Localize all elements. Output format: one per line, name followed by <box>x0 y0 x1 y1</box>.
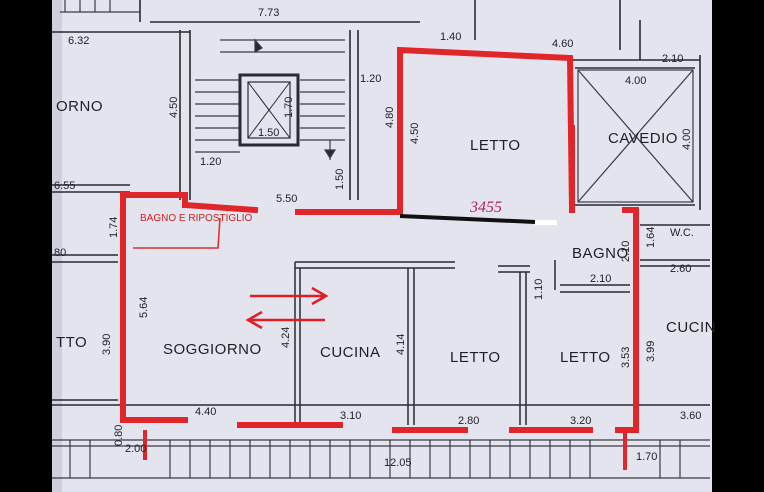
balcony-railing <box>52 439 710 479</box>
red-arrows <box>245 286 329 330</box>
paper-shadow-left <box>52 0 62 492</box>
red-walls <box>120 46 639 470</box>
paper-sheet <box>52 0 712 492</box>
dim-4-00: 4.00 <box>625 75 646 87</box>
dim-1-70: 1.70 <box>283 97 295 118</box>
dim-3-10: 3.10 <box>340 410 361 422</box>
room-label-cavedio: CAVEDIO <box>608 130 678 147</box>
dim-2-80: 2.80 <box>458 415 479 427</box>
dim-4-60: 4.60 <box>552 38 573 50</box>
room-label-soggiorno: SOGGIORNO <box>163 341 262 358</box>
room-label-cucina-right: CUCIN <box>666 319 716 336</box>
dim-1-40: 1.40 <box>440 31 461 43</box>
white-wall-gap <box>535 220 557 225</box>
dim-1-64: 1.64 <box>645 227 657 248</box>
dim-80-left: 80 <box>54 247 66 259</box>
dim-1-10: 1.10 <box>533 279 545 300</box>
dim-4-40: 4.40 <box>195 406 216 418</box>
dim-1-50-v: 1.50 <box>334 169 346 190</box>
dim-5-64: 5.64 <box>138 297 150 318</box>
dim-7-73: 7.73 <box>258 7 279 19</box>
partitions <box>52 260 710 425</box>
room-label-letto-right: LETTO <box>560 349 611 366</box>
dim-1-74: 1.74 <box>108 217 120 238</box>
note-bagno-ripostiglio: BAGNO E RIPOSTIGLIO <box>140 213 252 224</box>
structure-lines <box>52 0 710 401</box>
dim-3-20: 3.20 <box>570 415 591 427</box>
stairwell <box>195 38 345 160</box>
note-handwritten-number: 3455 <box>469 199 502 216</box>
dim-4-50-letto: 4.50 <box>409 123 421 144</box>
room-label-letto-mid: LETTO <box>450 349 501 366</box>
dim-3-99: 3.99 <box>645 341 657 362</box>
dim-2-10-bagno-v: 2.10 <box>620 241 632 262</box>
dim-1-70-bottom: 1.70 <box>636 451 657 463</box>
dim-6-32: 6.32 <box>68 35 89 47</box>
dim-3-90: 3.90 <box>101 334 113 355</box>
dim-2-10-bagno: 2.10 <box>590 273 611 285</box>
room-label-bagno: BAGNO <box>572 245 629 262</box>
dim-12-05: 12.05 <box>384 457 412 469</box>
dim-2-60: 2.60 <box>670 263 691 275</box>
dim-4-80: 4.80 <box>384 107 396 128</box>
top-hatch <box>60 0 140 13</box>
dim-1-20-a: 1.20 <box>360 73 381 85</box>
lift-shaft <box>238 73 300 147</box>
dim-1-20-b: 1.20 <box>200 156 221 168</box>
bagno-ripostiglio-outline <box>133 217 221 249</box>
dim-0-80: 0.80 <box>113 425 125 446</box>
dim-3-53: 3.53 <box>620 347 632 368</box>
dim-3-60: 3.60 <box>680 410 701 422</box>
dim-4-50-stair: 4.50 <box>168 97 180 118</box>
room-label-cucina: CUCINA <box>320 344 381 361</box>
cavedio-cross <box>577 69 694 203</box>
dim-4-24: 4.24 <box>280 327 292 348</box>
dim-1-50-lift: 1.50 <box>258 127 279 139</box>
dim-4-00-cav: 4.00 <box>681 129 693 150</box>
room-label-giorno-left: ORNO <box>56 98 103 115</box>
room-label-letto-top: LETTO <box>470 137 521 154</box>
dim-4-14: 4.14 <box>395 334 407 355</box>
dim-6-55: 6.55 <box>54 180 75 192</box>
black-wall-segment <box>399 214 536 224</box>
dim-2-00: 2.00 <box>125 443 146 455</box>
room-label-tto-left: TTO <box>56 334 87 351</box>
dim-2-10-top: 2.10 <box>662 53 683 65</box>
dim-5-50: 5.50 <box>276 193 297 205</box>
room-label-wc: W.C. <box>670 227 694 239</box>
